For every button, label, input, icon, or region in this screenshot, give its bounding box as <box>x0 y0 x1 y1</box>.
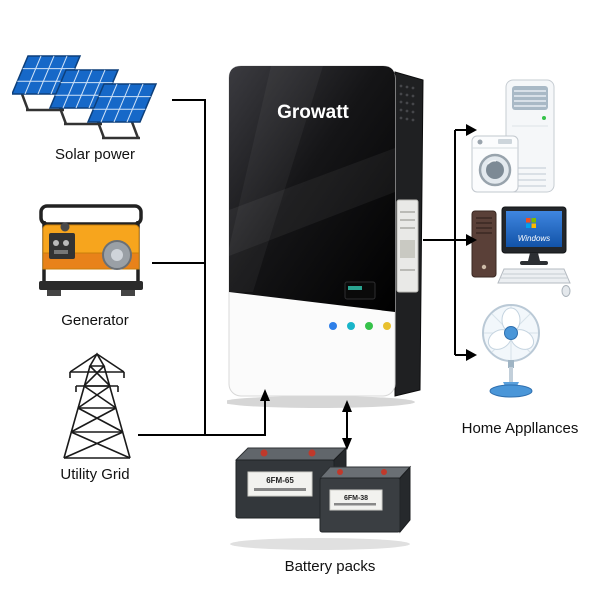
inverter-display <box>344 281 376 300</box>
battery-packs-label: Battery packs <box>284 558 376 575</box>
air-conditioner-washer-icon <box>471 79 555 193</box>
battery-back-model: 6FM-38 <box>344 495 368 502</box>
appliance-fan <box>478 303 548 398</box>
generator-node <box>35 203 155 303</box>
inverter-icon: Growatt <box>227 65 424 408</box>
utility-grid-label: Utility Grid <box>60 466 130 483</box>
status-leds <box>329 322 391 330</box>
battery-node: 6FM-65 6FM-38 <box>228 440 413 555</box>
battery-front-model: 6FM-65 <box>266 476 294 485</box>
fan-icon <box>482 304 540 398</box>
transmission-tower-icon <box>63 352 131 459</box>
generator-icon <box>39 204 143 296</box>
utility-grid-node <box>52 352 142 464</box>
solar-power-label: Solar power <box>54 146 136 163</box>
battery-packs-icon: 6FM-65 6FM-38 <box>230 446 412 550</box>
arrowhead-to-fan <box>466 349 477 361</box>
appliance-computer: Windows <box>470 205 572 300</box>
solar-power-node <box>12 50 182 150</box>
computer-icon: Windows <box>471 206 571 297</box>
generator-label: Generator <box>61 312 129 329</box>
appliance-ac-washer <box>470 78 565 198</box>
inverter-brand: Growatt <box>277 102 349 123</box>
vent-holes <box>399 84 415 122</box>
solar-panels-icon <box>12 54 158 140</box>
windows-flag-icon <box>526 218 536 228</box>
monitor-screen-text: Windows <box>518 234 550 243</box>
battery-back: 6FM-38 <box>318 465 412 534</box>
home-appliances-label: Home Appllances <box>461 420 579 437</box>
inverter-node: Growatt <box>227 60 427 410</box>
